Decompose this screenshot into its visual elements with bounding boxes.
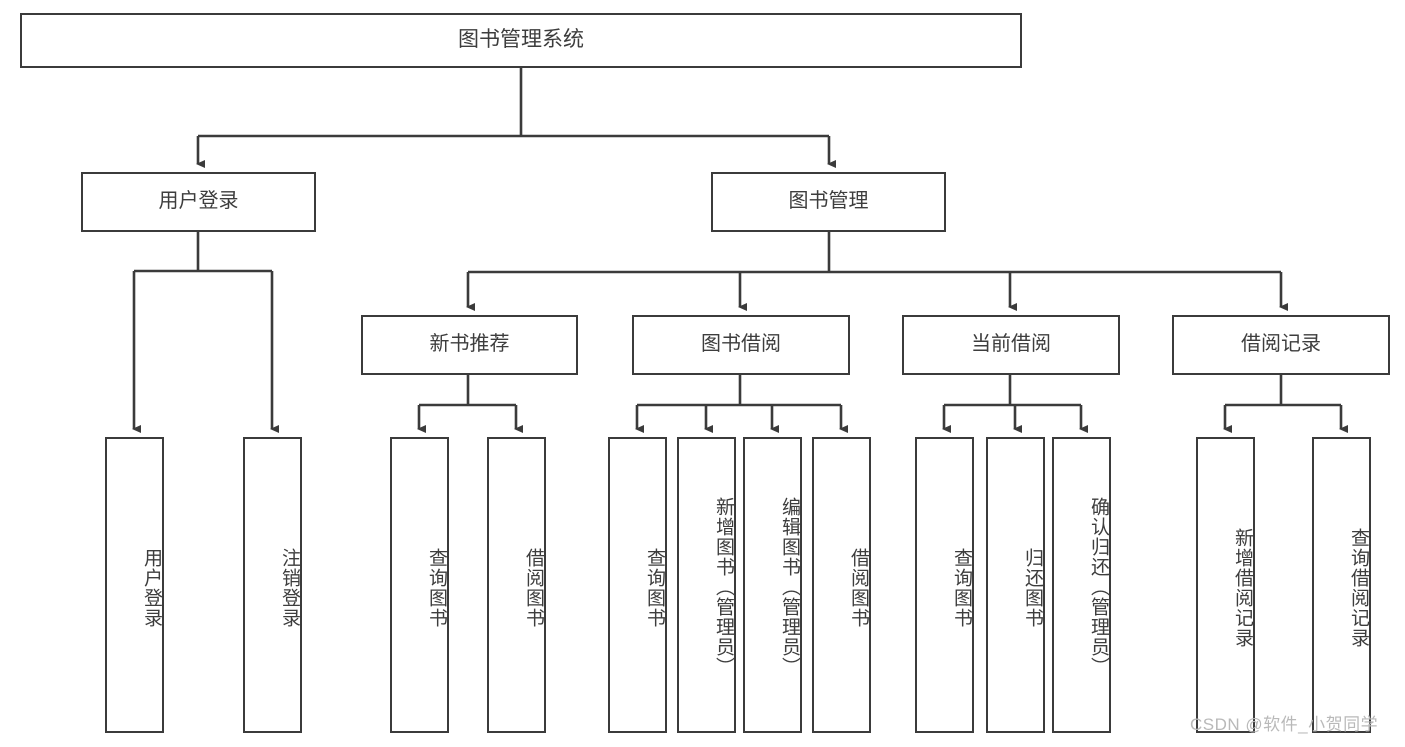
node-borrow-record-label: 借阅记录 bbox=[1241, 333, 1321, 356]
node-new-book-rec[interactable]: 新书推荐 bbox=[361, 315, 578, 375]
node-leaf-borrow-book-2[interactable]: 借阅图书 bbox=[812, 437, 871, 733]
csdn-watermark: CSDN @软件_小贺同学 bbox=[1190, 715, 1379, 734]
node-leaf-edit-book-label: 编辑图书（管理员） bbox=[779, 497, 800, 677]
node-leaf-query-book-3[interactable]: 查询图书 bbox=[915, 437, 974, 733]
node-root[interactable]: 图书管理系统 bbox=[20, 13, 1022, 68]
node-leaf-confirm-return-label: 确认归还（管理员） bbox=[1088, 497, 1109, 677]
node-user-login-label: 用户登录 bbox=[158, 190, 239, 213]
node-leaf-query-record-label: 查询借阅记录 bbox=[1348, 528, 1369, 648]
node-book-manage[interactable]: 图书管理 bbox=[711, 172, 946, 232]
node-book-borrow-label: 图书借阅 bbox=[701, 333, 781, 356]
node-leaf-user-login[interactable]: 用户登录 bbox=[105, 437, 164, 733]
node-borrow-record[interactable]: 借阅记录 bbox=[1172, 315, 1390, 375]
node-user-login[interactable]: 用户登录 bbox=[81, 172, 316, 232]
node-leaf-return-book-label: 归还图书 bbox=[1022, 548, 1043, 628]
node-new-book-rec-label: 新书推荐 bbox=[429, 333, 510, 356]
node-root-label: 图书管理系统 bbox=[458, 28, 584, 52]
node-leaf-query-book-3-label: 查询图书 bbox=[951, 548, 972, 628]
node-leaf-edit-book[interactable]: 编辑图书（管理员） bbox=[743, 437, 802, 733]
node-leaf-add-record-label: 新增借阅记录 bbox=[1232, 528, 1253, 648]
node-leaf-logout-label: 注销登录 bbox=[279, 548, 300, 628]
node-leaf-query-book-1-label: 查询图书 bbox=[426, 548, 447, 628]
node-leaf-add-book[interactable]: 新增图书（管理员） bbox=[677, 437, 736, 733]
node-leaf-confirm-return[interactable]: 确认归还（管理员） bbox=[1052, 437, 1111, 733]
node-leaf-borrow-book-2-label: 借阅图书 bbox=[848, 548, 869, 628]
node-current-borrow[interactable]: 当前借阅 bbox=[902, 315, 1120, 375]
node-leaf-query-record[interactable]: 查询借阅记录 bbox=[1312, 437, 1371, 733]
node-leaf-add-record[interactable]: 新增借阅记录 bbox=[1196, 437, 1255, 733]
node-leaf-add-book-label: 新增图书（管理员） bbox=[713, 497, 734, 677]
node-book-borrow[interactable]: 图书借阅 bbox=[632, 315, 850, 375]
node-leaf-return-book[interactable]: 归还图书 bbox=[986, 437, 1045, 733]
node-leaf-logout[interactable]: 注销登录 bbox=[243, 437, 302, 733]
node-leaf-query-book-2[interactable]: 查询图书 bbox=[608, 437, 667, 733]
node-current-borrow-label: 当前借阅 bbox=[971, 333, 1051, 356]
node-leaf-user-login-label: 用户登录 bbox=[141, 548, 162, 628]
node-leaf-borrow-book-1[interactable]: 借阅图书 bbox=[487, 437, 546, 733]
node-leaf-query-book-1[interactable]: 查询图书 bbox=[390, 437, 449, 733]
node-book-manage-label: 图书管理 bbox=[788, 190, 869, 213]
node-leaf-query-book-2-label: 查询图书 bbox=[644, 548, 665, 628]
node-leaf-borrow-book-1-label: 借阅图书 bbox=[523, 548, 544, 628]
